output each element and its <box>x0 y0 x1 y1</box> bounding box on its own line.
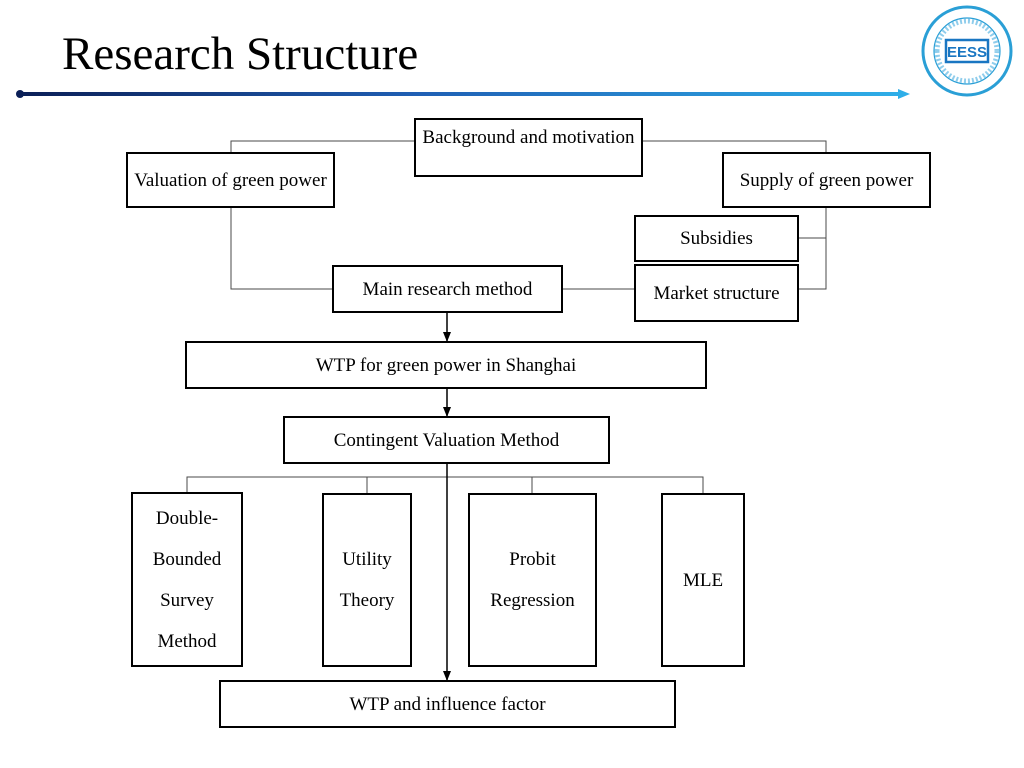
cvm-label: Contingent Valuation Method <box>333 429 560 451</box>
double-bounded-label: Double- Bounded Survey Method <box>152 507 222 652</box>
wtp-shanghai-label: WTP for green power in Shanghai <box>315 354 577 376</box>
main-research-method-box: Main research method <box>332 265 563 313</box>
valuation-label: Valuation of green power <box>134 169 327 191</box>
subsidies-label: Subsidies <box>680 228 753 249</box>
wtp-influence-label: WTP and influence factor <box>349 693 546 715</box>
valuation-box: Valuation of green power <box>126 152 335 208</box>
title-divider <box>16 89 910 99</box>
probit-regression-box: Probit Regression <box>468 493 597 667</box>
mle-box: MLE <box>661 493 745 667</box>
eess-logo-icon: EESS <box>921 5 1013 97</box>
logo-text: EESS <box>947 44 987 61</box>
double-bounded-box: Double- Bounded Survey Method <box>131 492 243 667</box>
utility-theory-label: Utility Theory <box>339 549 395 611</box>
market-structure-box: Market structure <box>634 264 799 322</box>
wtp-influence-box: WTP and influence factor <box>219 680 676 728</box>
wtp-shanghai-box: WTP for green power in Shanghai <box>185 341 707 389</box>
background-motivation-label: Background and motivation <box>422 127 635 148</box>
background-motivation-box: Background and motivation <box>414 118 643 177</box>
page-title: Research Structure <box>62 28 419 80</box>
market-structure-label: Market structure <box>653 282 780 304</box>
main-research-method-label: Main research method <box>362 278 533 300</box>
probit-regression-label: Probit Regression <box>490 549 575 611</box>
utility-theory-box: Utility Theory <box>322 493 412 667</box>
mle-label: MLE <box>682 569 724 591</box>
subsidies-box: Subsidies <box>634 215 799 262</box>
cvm-box: Contingent Valuation Method <box>283 416 610 464</box>
supply-box: Supply of green power <box>722 152 931 208</box>
supply-label: Supply of green power <box>739 169 914 191</box>
